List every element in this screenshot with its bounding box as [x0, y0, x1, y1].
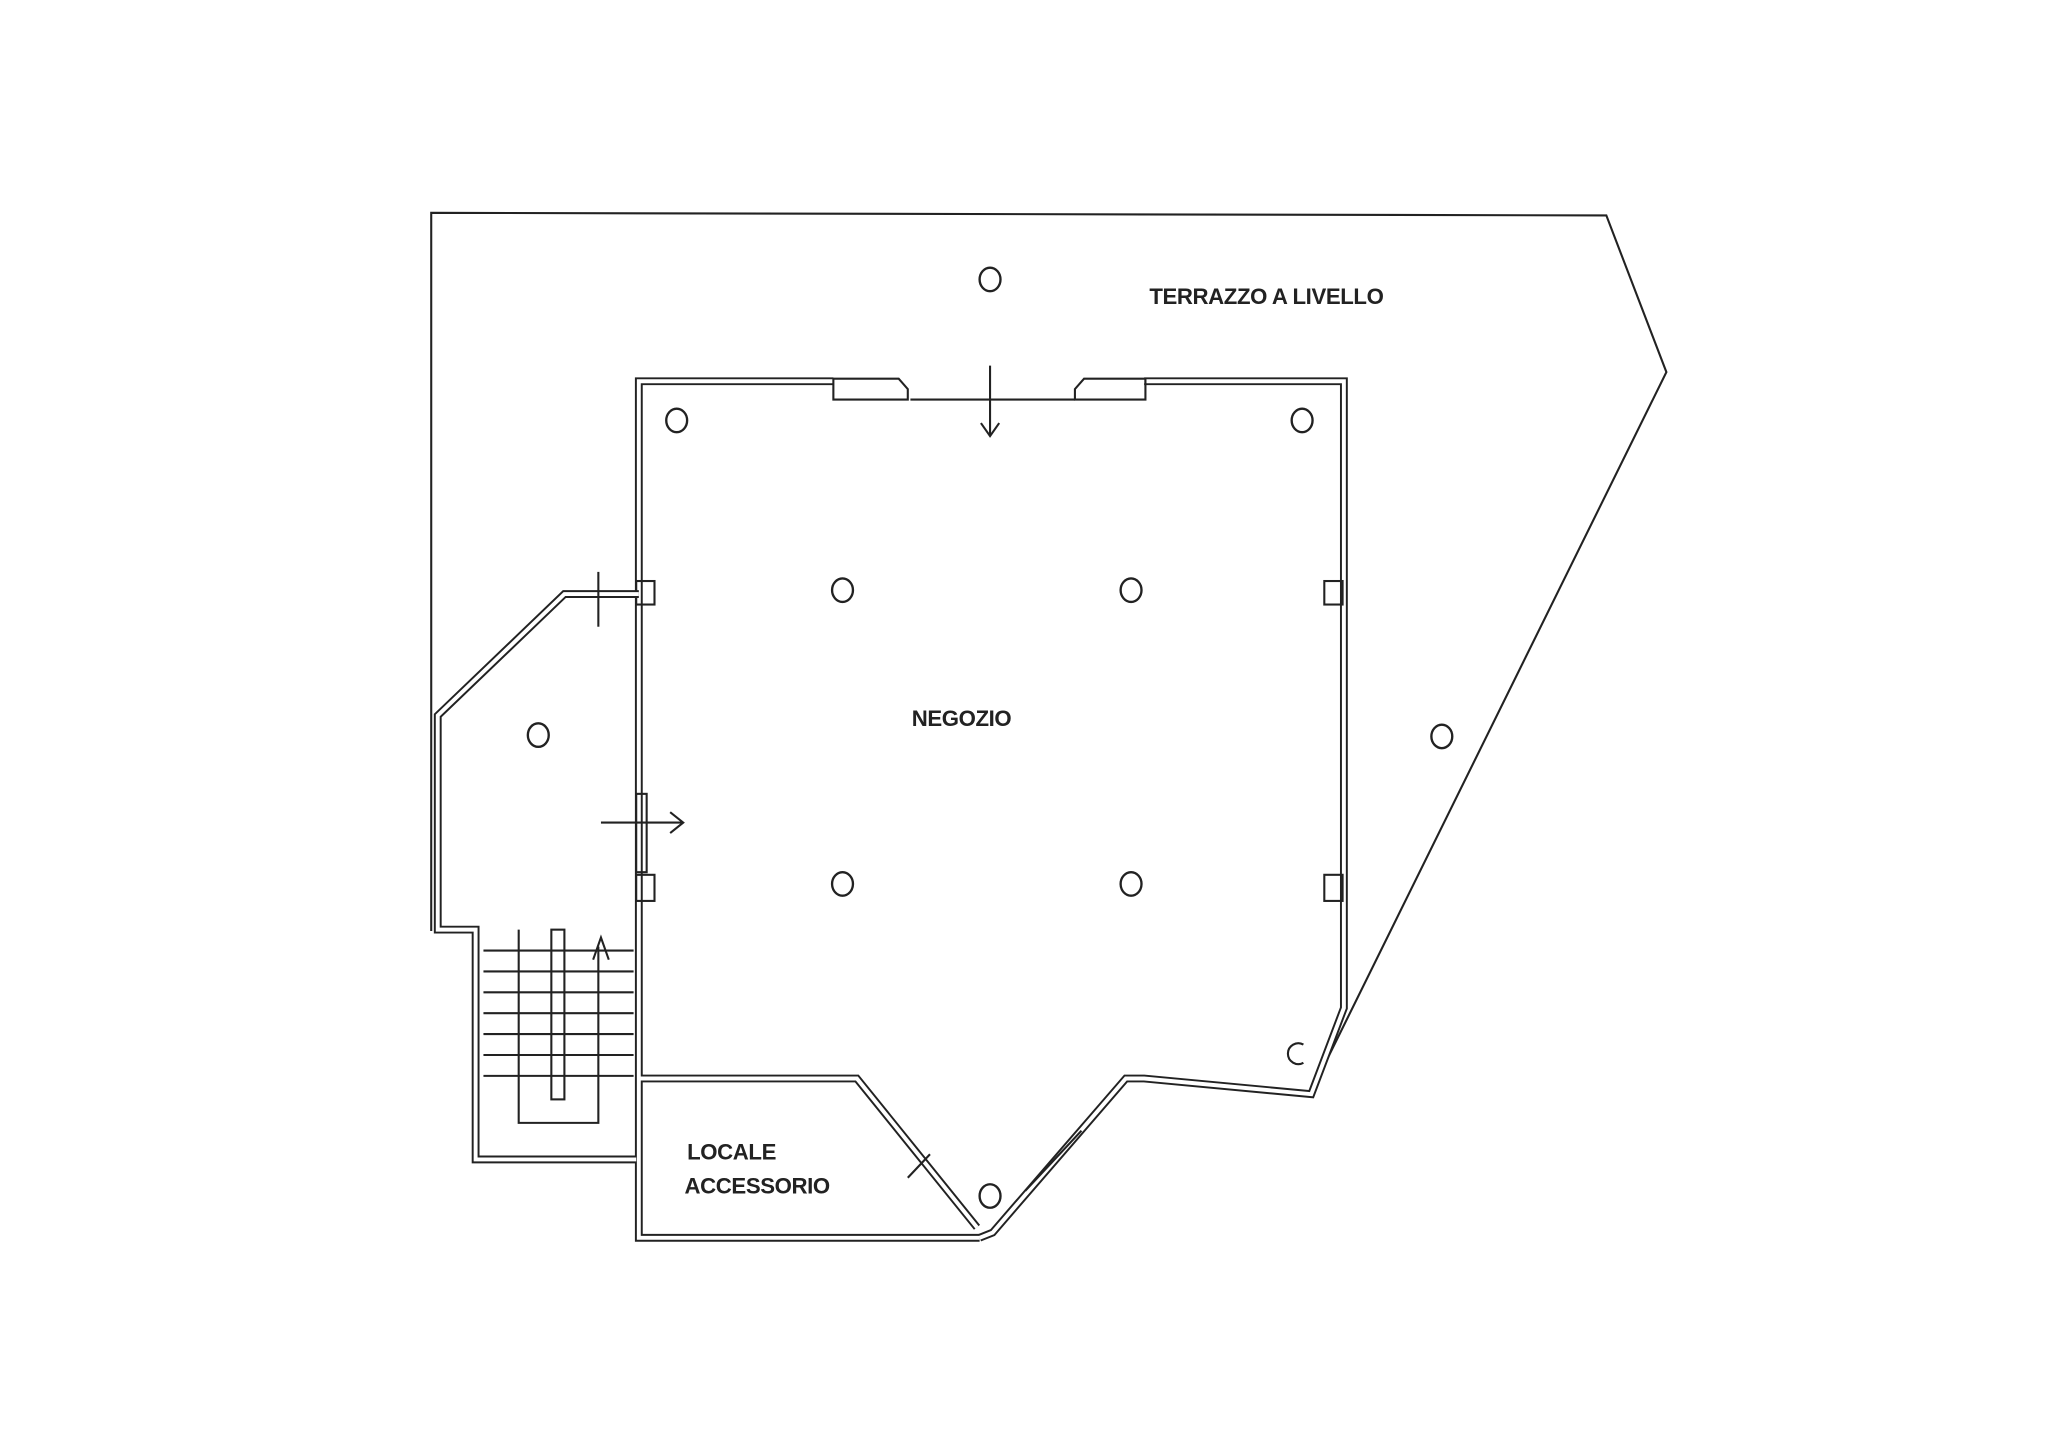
- label-accessory-1: LOCALE: [687, 1139, 776, 1164]
- staircase: [483, 928, 634, 1124]
- annex-walls: [433, 590, 639, 1164]
- columns: [526, 266, 1454, 1209]
- shop-walls: [634, 377, 1348, 1242]
- label-shop: NEGOZIO: [912, 706, 1012, 731]
- label-accessory-2: ACCESSORIO: [685, 1173, 830, 1198]
- entry-arrow-north: [980, 365, 1001, 438]
- entry-arrow-west: [600, 811, 685, 834]
- label-terrace: TERRAZZO A LIVELLO: [1149, 284, 1383, 309]
- terrace-outline: [430, 211, 1668, 1098]
